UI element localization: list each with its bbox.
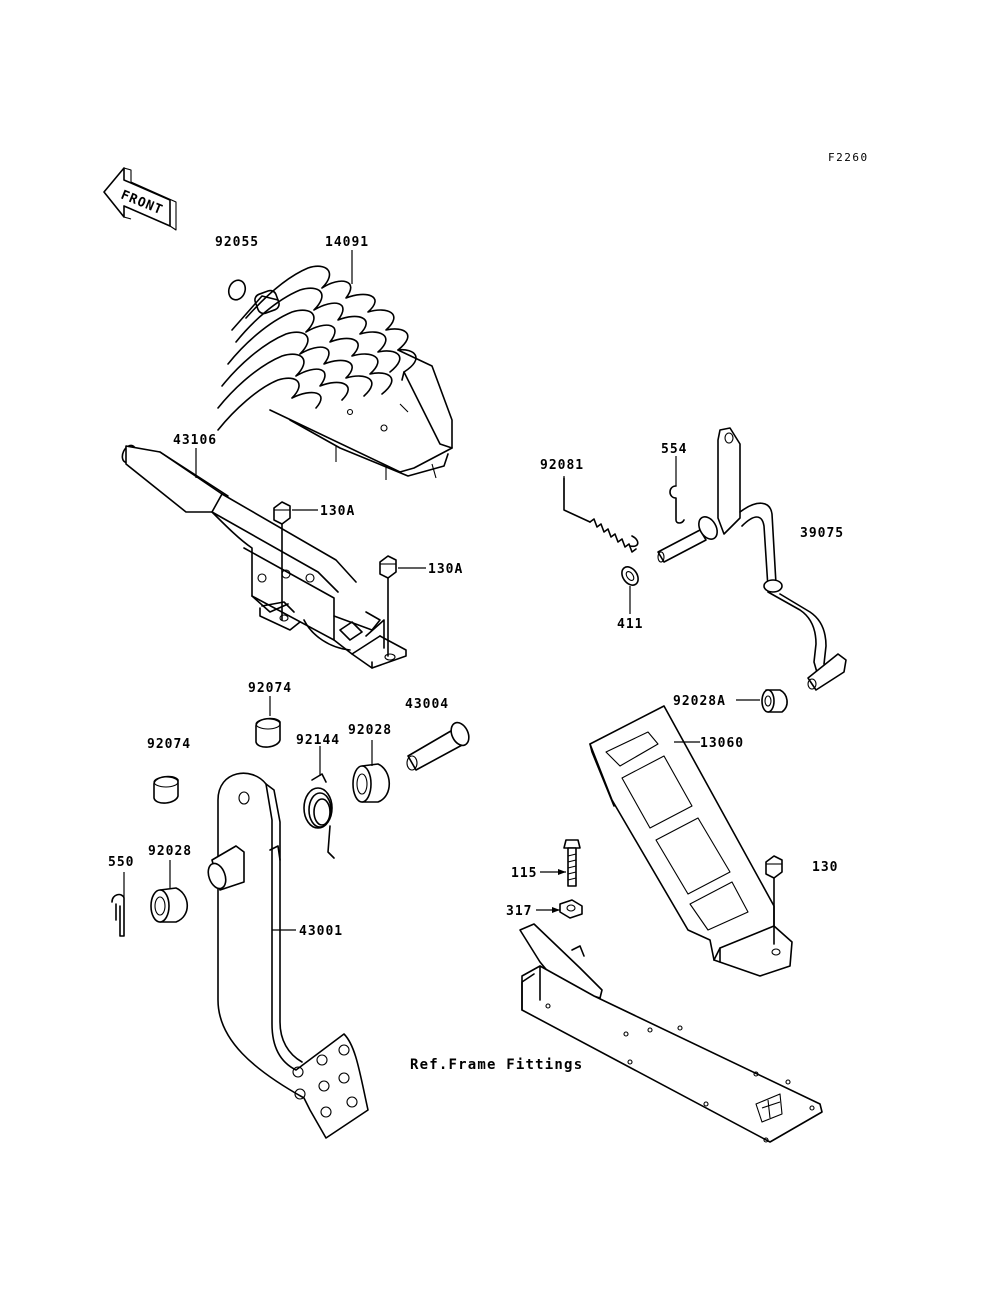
label-43004: 43004 bbox=[405, 697, 449, 712]
bushing-92028A bbox=[761, 689, 788, 713]
label-411: 411 bbox=[617, 617, 643, 632]
label-554: 554 bbox=[661, 442, 687, 457]
label-92074-lower: 92074 bbox=[147, 737, 191, 752]
label-43106: 43106 bbox=[173, 433, 217, 448]
nut-317 bbox=[559, 899, 583, 919]
label-550: 550 bbox=[108, 855, 134, 870]
brake-lever-43106 bbox=[121, 444, 407, 669]
label-92074-upper: 92074 bbox=[248, 681, 292, 696]
washer-411 bbox=[621, 566, 639, 586]
figure-code: F2260 bbox=[828, 151, 869, 164]
label-92081: 92081 bbox=[540, 458, 584, 473]
label-43001: 43001 bbox=[299, 924, 343, 939]
brake-pedal-43001 bbox=[207, 772, 369, 1139]
boot-cover-14091 bbox=[217, 265, 453, 480]
frame-floor-plate bbox=[519, 923, 823, 1143]
label-92028-lower: 92028 bbox=[148, 844, 192, 859]
label-92144: 92144 bbox=[296, 733, 340, 748]
torsion-spring-92144 bbox=[303, 773, 335, 859]
pin-43004 bbox=[406, 721, 470, 771]
cap-92074-upper bbox=[255, 717, 281, 748]
bolt-130A-lower bbox=[379, 555, 397, 657]
cotter-pin-550 bbox=[111, 893, 125, 937]
label-130A-upper: 130A bbox=[320, 504, 355, 519]
bolt-130 bbox=[765, 855, 783, 945]
front-arrow-icon: FRONT bbox=[103, 167, 177, 231]
label-130A-lower: 130A bbox=[428, 562, 463, 577]
pedal-13060 bbox=[589, 705, 793, 977]
bushing-92028-lower bbox=[150, 887, 189, 923]
label-92055: 92055 bbox=[215, 235, 259, 250]
shaft-arm-39075 bbox=[657, 427, 847, 691]
bolt-115 bbox=[563, 839, 581, 887]
ref-frame-note: Ref.Frame Fittings bbox=[410, 1057, 583, 1073]
label-14091: 14091 bbox=[325, 235, 369, 250]
bolt-130A-upper bbox=[273, 501, 291, 621]
clip-554 bbox=[669, 485, 685, 524]
label-130: 130 bbox=[812, 860, 838, 875]
label-39075: 39075 bbox=[800, 526, 844, 541]
leader-lines bbox=[123, 250, 760, 931]
cap-92074-lower bbox=[153, 775, 179, 804]
label-92028A: 92028A bbox=[673, 694, 726, 709]
spring-92081 bbox=[563, 477, 639, 553]
label-317: 317 bbox=[506, 904, 532, 919]
o-ring-92055 bbox=[227, 279, 247, 301]
label-115: 115 bbox=[511, 866, 537, 881]
part-labels: 92055 14091 43106 130A 130A 92081 554 39… bbox=[108, 235, 844, 939]
label-13060: 13060 bbox=[700, 736, 744, 751]
bushing-92028-upper bbox=[352, 763, 391, 803]
label-92028-upper: 92028 bbox=[348, 723, 392, 738]
